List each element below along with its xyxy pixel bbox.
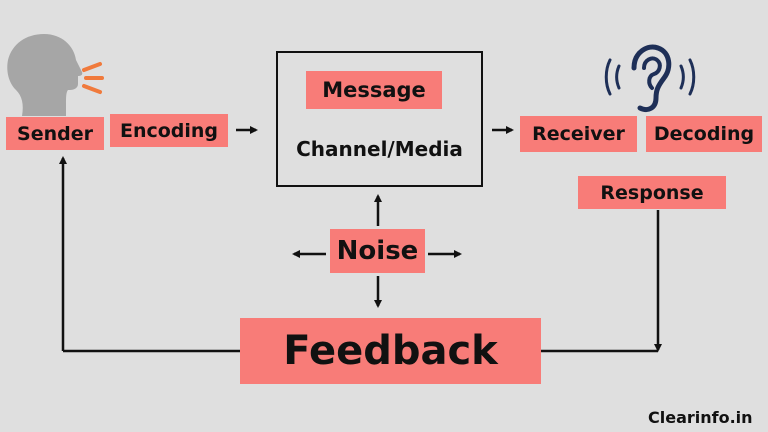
encoding-label: Encoding [110,114,228,147]
ear-icon [604,44,696,113]
watermark: Clearinfo.in [648,408,753,427]
feedback-label: Feedback [240,318,541,384]
receiver-label: Receiver [520,116,637,152]
response-label: Response [578,176,726,209]
sender-label: Sender [6,117,104,150]
noise-label: Noise [330,229,425,273]
channel-media-text: Channel/Media [296,137,463,161]
decoding-label: Decoding [646,116,762,152]
speaking-head-icon [7,34,104,116]
channel-box [276,51,483,187]
message-label: Message [306,71,442,109]
